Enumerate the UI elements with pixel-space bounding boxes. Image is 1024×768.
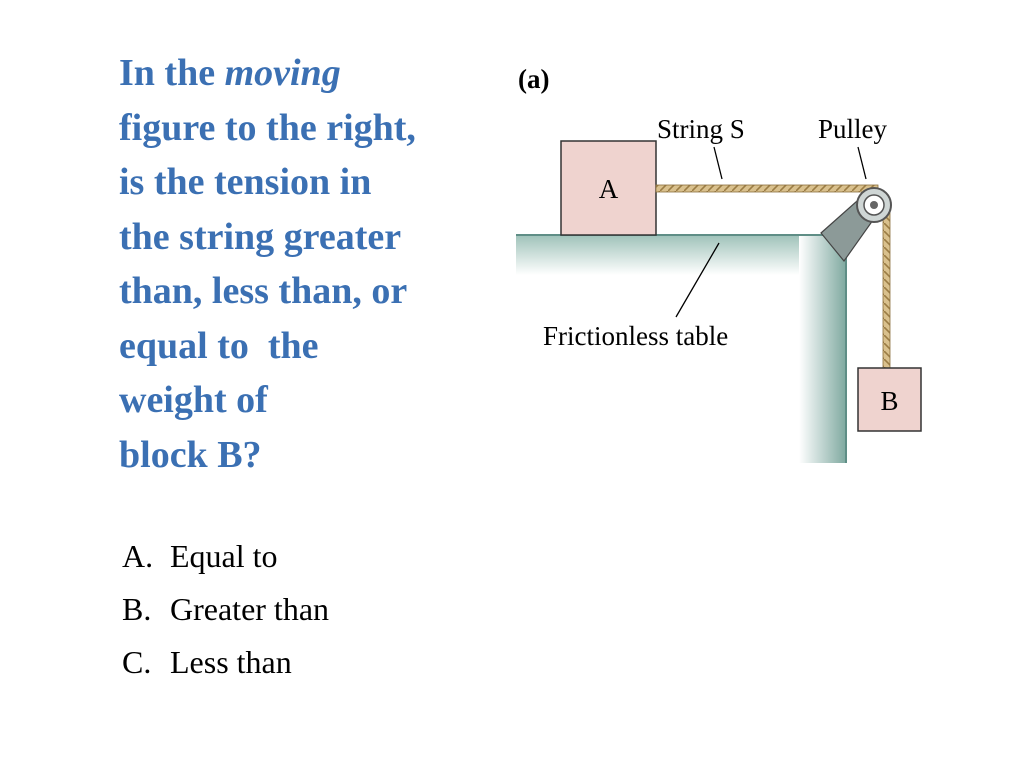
answer-letter: A. bbox=[122, 538, 154, 574]
question-line-6: equal to the bbox=[119, 324, 319, 367]
physics-figure: (a) A B bbox=[516, 64, 922, 463]
pulley-wheel bbox=[856, 187, 892, 223]
answer-option-c[interactable]: C. Less than bbox=[122, 636, 329, 689]
string-leader-line bbox=[713, 146, 723, 180]
string-label: String S bbox=[657, 114, 745, 144]
block-a: A bbox=[560, 140, 657, 236]
table-leader-line bbox=[675, 242, 720, 318]
answer-letter: B. bbox=[122, 591, 152, 627]
question-line-4: the string greater bbox=[119, 215, 402, 258]
question-line-7: weight of bbox=[119, 379, 268, 421]
figure-panel-label: (a) bbox=[518, 64, 549, 94]
table-label: Frictionless table bbox=[543, 321, 728, 351]
question-part-1: In the bbox=[119, 52, 225, 94]
question-emphasis: moving bbox=[224, 52, 341, 94]
question-line-8: block B? bbox=[119, 433, 262, 476]
answer-option-a[interactable]: A. Equal to bbox=[122, 530, 329, 583]
answer-text: Less than bbox=[170, 644, 292, 680]
question-line-2: figure to the right, bbox=[119, 106, 416, 149]
question-text: In the moving figure to the right, is the … bbox=[119, 46, 499, 482]
question-line-5: than, less than, or bbox=[119, 270, 408, 312]
block-b-label: B bbox=[880, 386, 898, 416]
answer-text: Greater than bbox=[170, 591, 330, 627]
pulley-leader-line bbox=[857, 146, 867, 180]
string-vertical bbox=[882, 202, 891, 369]
pulley-label: Pulley bbox=[818, 114, 888, 144]
answer-text: Equal to bbox=[170, 538, 278, 574]
frictionless-table bbox=[516, 234, 847, 463]
answer-letter: C. bbox=[122, 644, 152, 680]
question-line-3: is the tension in bbox=[119, 161, 372, 203]
answer-list: A. Equal to B. Greater than C. Less than bbox=[122, 530, 329, 689]
string-horizontal bbox=[655, 184, 879, 193]
block-a-label: A bbox=[599, 174, 619, 204]
block-b: B bbox=[857, 367, 922, 432]
answer-option-b[interactable]: B. Greater than bbox=[122, 583, 329, 636]
